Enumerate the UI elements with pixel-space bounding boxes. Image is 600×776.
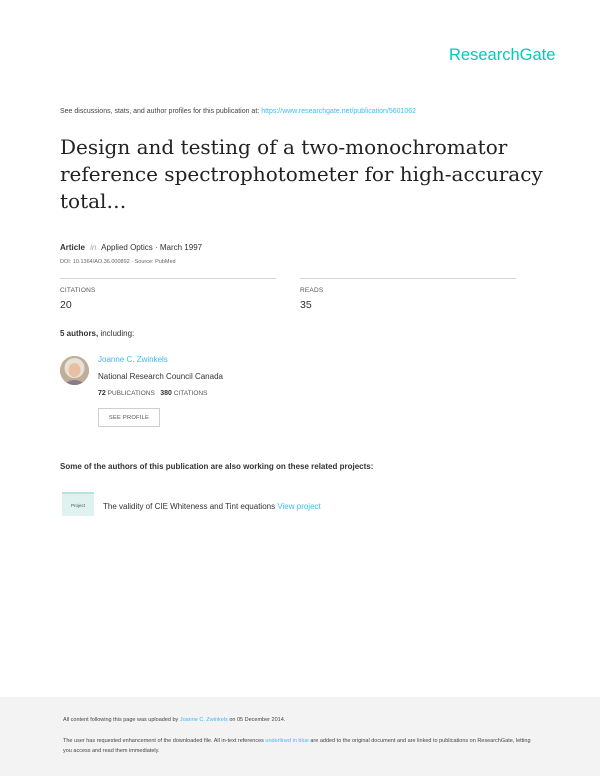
publication-type: Article (60, 243, 85, 252)
discussion-text: See discussions, stats, and author profi… (60, 108, 260, 115)
projects-heading: Some of the authors of this publication … (60, 462, 374, 471)
citations-label: CITATIONS (60, 287, 96, 294)
project-thumbnail[interactable]: Project (62, 492, 94, 516)
paper-title[interactable]: Design and testing of a two-monochromato… (60, 135, 543, 213)
footer-uploader-link[interactable]: Joanne C. Zwinkels (179, 717, 228, 723)
view-project-link[interactable]: View project (277, 502, 321, 511)
stats-divider-left (60, 278, 276, 279)
publication-meta: Article in Applied Optics · March 1997 (60, 243, 202, 252)
footer-upload-prefix: All content following this page was uplo… (63, 717, 179, 723)
reads-value: 35 (300, 299, 312, 311)
authors-heading: 5 authors, including: (60, 329, 134, 338)
publication-url-link[interactable]: https://www.researchgate.net/publication… (261, 108, 417, 115)
footer-notice: The user has requested enhancement of th… (63, 736, 533, 756)
authors-suffix: including: (98, 329, 135, 338)
in-word: in (90, 243, 97, 252)
author-stats: 72 PUBLICATIONS 380 CITATIONS (98, 390, 207, 397)
footer-upload-line: All content following this page was uplo… (63, 717, 285, 723)
footer-notice-prefix: The user has requested enhancement of th… (63, 738, 264, 744)
authors-count: 5 authors, (60, 329, 99, 338)
author-institution: National Research Council Canada (98, 372, 223, 381)
footer-notice-link: underlined in blue (265, 738, 309, 744)
stats-divider-right (300, 278, 516, 279)
journal-date: Applied Optics · March 1997 (101, 243, 203, 252)
footer (0, 697, 600, 776)
doi-source: DOI: 10.1364/AO.36.000892 · Source: PubM… (60, 259, 176, 265)
footer-notice-suffix: are added to the original document and a… (63, 738, 531, 754)
reads-label: READS (300, 287, 324, 294)
author-avatar[interactable] (60, 356, 89, 385)
discussion-line: See discussions, stats, and author profi… (60, 108, 416, 115)
author-name-link[interactable]: Joanne C. Zwinkels (98, 355, 168, 364)
footer-upload-suffix: on 05 December 2014. (229, 717, 286, 723)
author-publications-count: 72 (98, 390, 106, 397)
researchgate-logo[interactable]: ResearchGate (449, 46, 556, 64)
citations-value: 20 (60, 299, 72, 311)
author-publications-label: PUBLICATIONS (107, 390, 155, 397)
author-citations-count: 380 (160, 390, 172, 397)
project-item: The validity of CIE Whiteness and Tint e… (103, 502, 321, 511)
project-title: The validity of CIE Whiteness and Tint e… (103, 502, 276, 511)
see-profile-button[interactable]: SEE PROFILE (98, 408, 160, 427)
avatar-photo-icon (60, 356, 89, 385)
author-citations-label: CITATIONS (173, 390, 208, 397)
